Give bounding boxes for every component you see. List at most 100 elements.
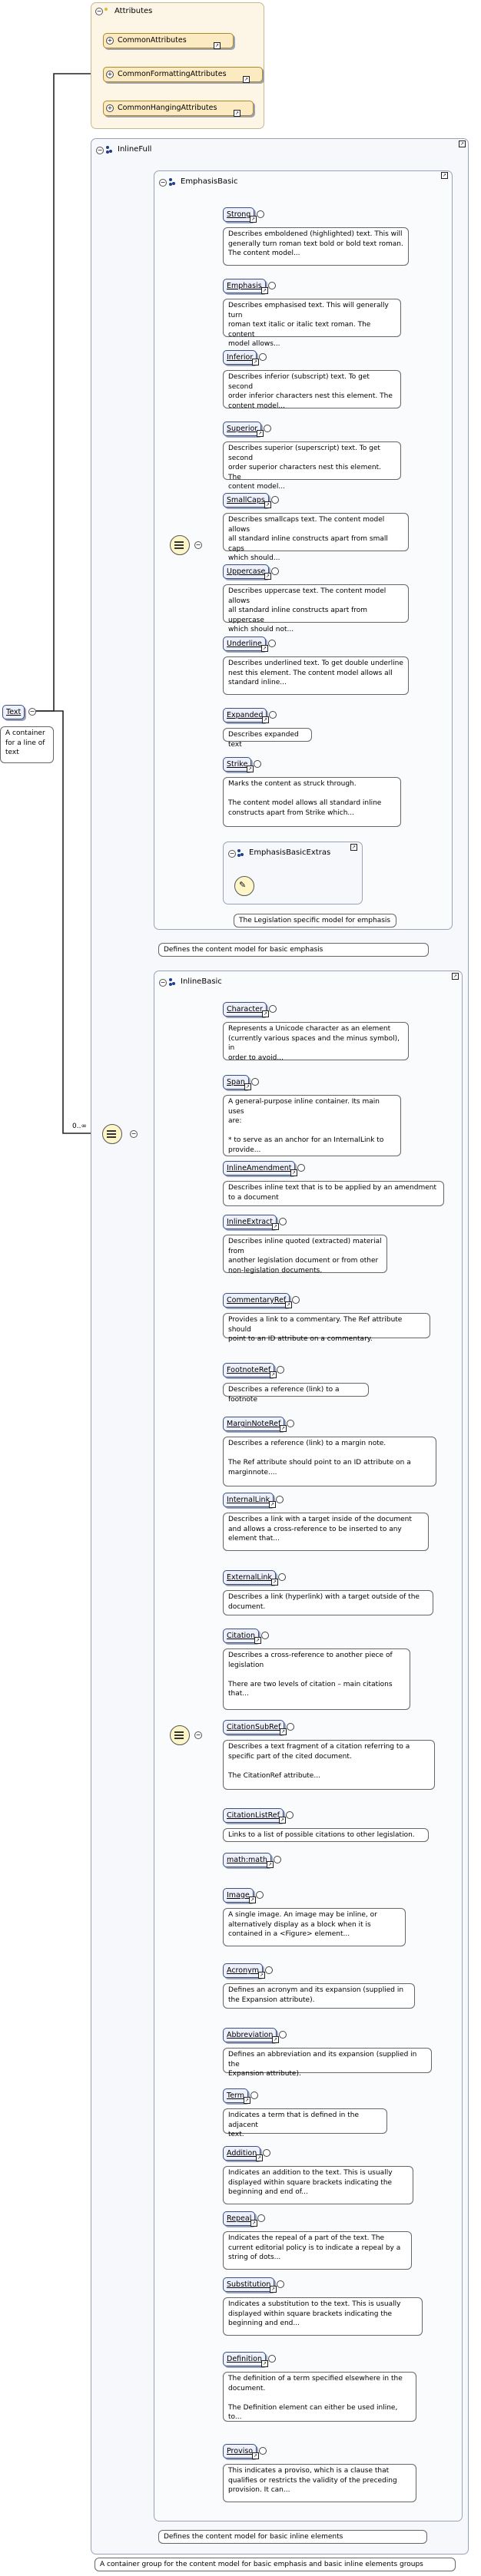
external-ref-icon[interactable]: ↗ <box>350 844 357 851</box>
external-ref-icon[interactable]: ↗ <box>254 1637 261 1644</box>
external-ref-icon[interactable]: ↗ <box>261 287 268 294</box>
collapse-root-button[interactable]: − <box>28 708 36 716</box>
collapse-extras-button[interactable]: − <box>228 850 236 858</box>
external-ref-icon[interactable]: ↗ <box>267 1861 274 1868</box>
element-superior[interactable]: Superior <box>223 422 262 436</box>
expand-icon[interactable]: + <box>106 37 114 45</box>
expand-icon[interactable]: + <box>106 71 114 78</box>
collapse-emphasis-basic-button[interactable]: − <box>159 179 167 187</box>
element-expanded[interactable]: Expanded <box>223 708 267 723</box>
external-ref-icon[interactable]: ↗ <box>252 359 259 365</box>
element-acronym[interactable]: Acronym <box>223 1963 263 1978</box>
sequence-compositor[interactable] <box>234 876 254 896</box>
expand-icon[interactable] <box>286 1811 294 1819</box>
element-strike[interactable]: Strike <box>223 757 252 772</box>
element-citationlistref[interactable]: CitationListRef <box>223 1808 284 1823</box>
external-ref-icon[interactable]: ↗ <box>256 2154 263 2161</box>
external-ref-icon[interactable]: ↗ <box>452 973 459 980</box>
expand-icon[interactable] <box>292 1296 300 1304</box>
element-term[interactable]: Term <box>223 2088 249 2103</box>
expand-icon[interactable] <box>269 1005 277 1013</box>
element-substitution[interactable]: Substitution <box>223 2277 275 2292</box>
element-strong[interactable]: Strong <box>223 207 255 222</box>
expand-icon[interactable] <box>268 282 276 289</box>
expand-icon[interactable] <box>271 496 279 504</box>
external-ref-icon[interactable]: ↗ <box>234 110 240 117</box>
external-ref-icon[interactable]: ↗ <box>261 2360 268 2367</box>
expand-icon[interactable] <box>257 210 264 218</box>
expand-icon[interactable] <box>268 2355 276 2363</box>
collapse-attributes-button[interactable]: − <box>95 8 103 15</box>
external-ref-icon[interactable]: ↗ <box>270 1371 277 1378</box>
external-ref-icon[interactable]: ↗ <box>272 1223 279 1230</box>
element-citationsubref[interactable]: CitationSubRef <box>223 1720 285 1734</box>
external-ref-icon[interactable]: ↗ <box>252 2452 259 2459</box>
external-ref-icon[interactable]: ↗ <box>250 216 257 223</box>
collapse-inline-full-button[interactable]: − <box>96 147 104 154</box>
choice-compositor[interactable] <box>170 535 190 555</box>
collapse-compositor-button[interactable]: − <box>194 541 202 549</box>
external-ref-icon[interactable]: ↗ <box>290 1169 297 1176</box>
expand-icon[interactable] <box>276 1496 284 1503</box>
expand-icon[interactable] <box>297 1164 305 1172</box>
external-ref-icon[interactable]: ↗ <box>249 1896 256 1903</box>
element-repeal[interactable]: Repeal <box>223 2211 256 2226</box>
expand-icon[interactable] <box>271 567 279 575</box>
element-proviso[interactable]: Proviso <box>223 2444 257 2459</box>
expand-icon[interactable] <box>259 2447 267 2455</box>
expand-icon[interactable] <box>254 760 261 768</box>
external-ref-icon[interactable]: ↗ <box>244 2097 250 2104</box>
external-ref-icon[interactable]: ↗ <box>269 1501 276 1508</box>
choice-compositor[interactable] <box>102 1124 122 1144</box>
choice-compositor[interactable] <box>170 1725 190 1745</box>
expand-icon[interactable] <box>256 1891 264 1899</box>
external-ref-icon[interactable]: ↗ <box>272 2036 279 2043</box>
element-image[interactable]: Image <box>223 1888 254 1903</box>
external-ref-icon[interactable]: ↗ <box>264 501 271 508</box>
external-ref-icon[interactable]: ↗ <box>285 1301 292 1308</box>
element-inlineamendment[interactable]: InlineAmendment <box>223 1161 296 1176</box>
expand-icon[interactable] <box>250 2092 258 2099</box>
external-ref-icon[interactable]: ↗ <box>261 645 268 652</box>
external-ref-icon[interactable]: ↗ <box>459 141 466 147</box>
element-definition[interactable]: Definition <box>223 2352 267 2366</box>
element-inferior[interactable]: Inferior <box>223 350 257 365</box>
element-addition[interactable]: Addition <box>223 2146 261 2161</box>
element-abbreviation[interactable]: Abbreviation <box>223 2028 277 2042</box>
expand-icon[interactable] <box>287 1723 294 1731</box>
external-ref-icon[interactable]: ↗ <box>243 76 250 83</box>
external-ref-icon[interactable]: ↗ <box>441 172 448 179</box>
collapse-compositor-button[interactable]: − <box>130 1130 138 1138</box>
element-commentaryref[interactable]: CommentaryRef <box>223 1293 290 1308</box>
expand-icon[interactable] <box>268 640 276 647</box>
expand-icon[interactable] <box>277 2280 284 2288</box>
external-ref-icon[interactable]: ↗ <box>250 2220 257 2227</box>
external-ref-icon[interactable]: ↗ <box>280 1425 287 1432</box>
element-uppercase[interactable]: Uppercase <box>223 564 270 579</box>
expand-icon[interactable] <box>274 1856 281 1863</box>
expand-icon[interactable] <box>257 2214 265 2222</box>
collapse-compositor-button[interactable]: − <box>194 1731 202 1739</box>
external-ref-icon[interactable]: ↗ <box>257 430 264 437</box>
expand-icon[interactable] <box>261 1632 269 1639</box>
external-ref-icon[interactable]: ↗ <box>264 573 271 580</box>
expand-icon[interactable] <box>263 2149 270 2157</box>
root-element-text[interactable]: Text <box>2 705 25 719</box>
expand-icon[interactable] <box>277 1366 284 1374</box>
expand-icon[interactable] <box>278 1573 286 1581</box>
external-ref-icon[interactable]: ↗ <box>262 1010 269 1017</box>
element-underline[interactable]: Underline <box>223 637 266 651</box>
expand-icon[interactable] <box>279 1218 287 1225</box>
expand-icon[interactable]: + <box>106 104 114 112</box>
element-marginnoteref[interactable]: MarginNoteRef <box>223 1417 285 1431</box>
element-externallink[interactable]: ExternalLink <box>223 1570 276 1585</box>
element-math-math[interactable]: math:math <box>223 1853 271 1867</box>
expand-icon[interactable] <box>279 2031 287 2039</box>
external-ref-icon[interactable]: ↗ <box>279 1817 286 1824</box>
element-character[interactable]: Character <box>223 1002 267 1017</box>
element-citation[interactable]: Citation <box>223 1629 260 1643</box>
external-ref-icon[interactable]: ↗ <box>270 2286 277 2293</box>
element-internallink[interactable]: InternalLink <box>223 1493 274 1507</box>
expand-icon[interactable] <box>259 353 267 361</box>
external-ref-icon[interactable]: ↗ <box>244 1083 251 1090</box>
